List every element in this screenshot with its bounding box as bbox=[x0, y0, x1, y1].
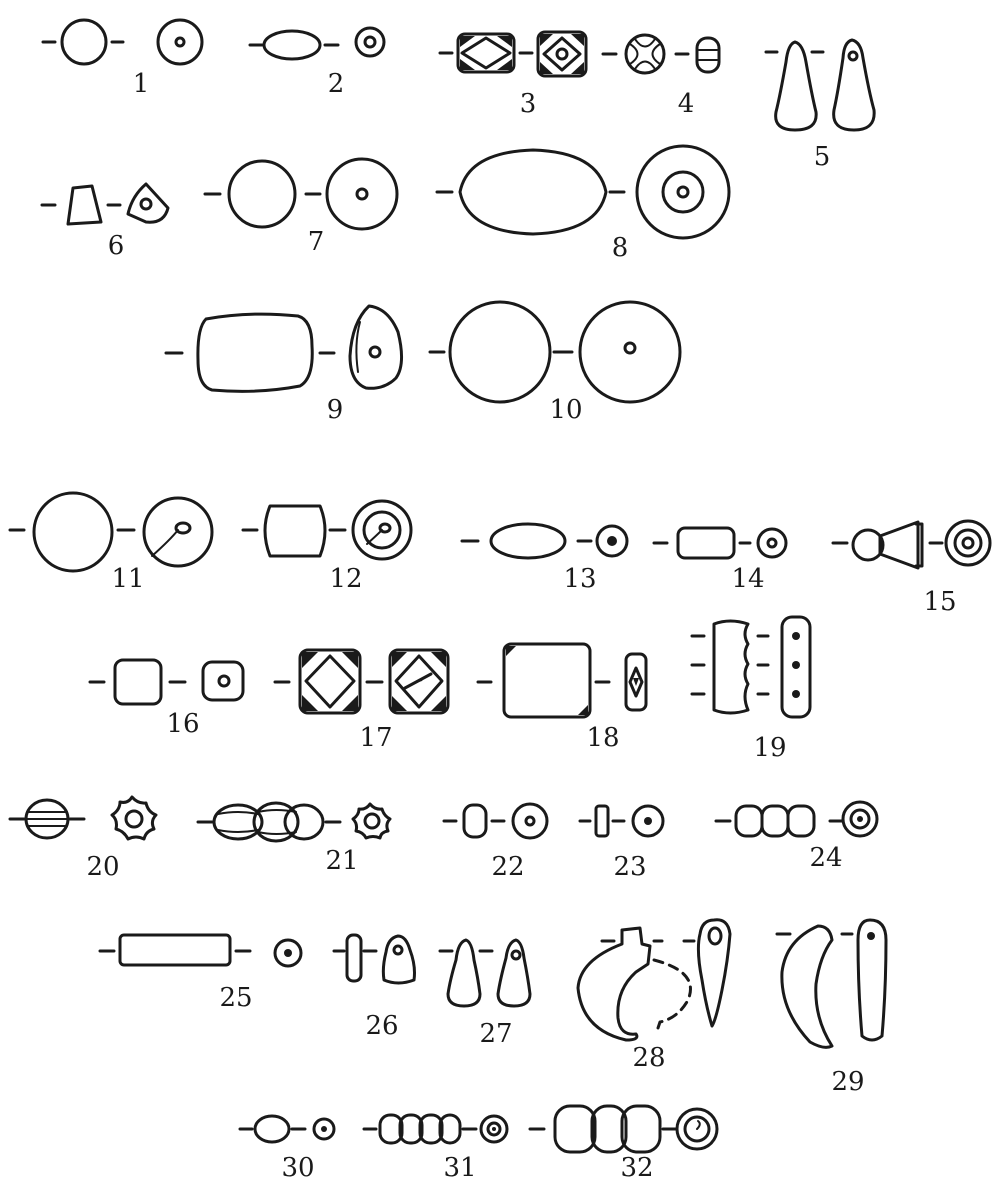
bead-figure-3: 3 bbox=[438, 30, 588, 119]
bead-figure-21: 21 bbox=[196, 801, 392, 876]
figure-label-28: 28 bbox=[632, 1043, 665, 1073]
figure-label-8: 8 bbox=[612, 233, 629, 263]
figure-label-32: 32 bbox=[620, 1153, 653, 1183]
bead-figure-30: 30 bbox=[238, 1114, 336, 1183]
figure-label-26: 26 bbox=[365, 1011, 398, 1041]
bead-figure-23: 23 bbox=[578, 804, 665, 882]
figure-label-20: 20 bbox=[86, 852, 119, 882]
figure-label-3: 3 bbox=[520, 89, 537, 119]
figure-label-10: 10 bbox=[549, 395, 582, 425]
bead-figure-14: 14 bbox=[652, 526, 788, 594]
bead-figure-29: 29 bbox=[775, 918, 888, 1097]
bead-figure-25: 25 bbox=[98, 933, 303, 1013]
figure-label-14: 14 bbox=[731, 564, 764, 594]
bead-figure-16: 16 bbox=[88, 658, 245, 739]
figure-label-31: 31 bbox=[443, 1153, 476, 1183]
figure-label-22: 22 bbox=[491, 852, 524, 882]
bead-figure-17: 17 bbox=[273, 648, 450, 753]
figure-label-29: 29 bbox=[831, 1067, 864, 1097]
bead-figure-32: 32 bbox=[528, 1104, 719, 1183]
bead-figure-22: 22 bbox=[442, 802, 549, 882]
figure-label-11: 11 bbox=[111, 564, 144, 594]
bead-figure-4: 4 bbox=[601, 33, 721, 119]
figure-label-15: 15 bbox=[923, 587, 956, 617]
figure-label-2: 2 bbox=[328, 69, 345, 99]
figure-label-13: 13 bbox=[563, 564, 596, 594]
bead-figure-7: 7 bbox=[203, 157, 399, 257]
bead-figure-31: 31 bbox=[362, 1113, 509, 1183]
figure-label-30: 30 bbox=[281, 1153, 314, 1183]
figure-label-16: 16 bbox=[166, 709, 199, 739]
bead-figure-11: 11 bbox=[8, 491, 214, 594]
bead-figure-27: 27 bbox=[438, 938, 532, 1049]
bead-figure-6: 6 bbox=[40, 182, 170, 261]
bead-figure-19: 19 bbox=[690, 615, 812, 763]
figure-label-24: 24 bbox=[809, 843, 842, 873]
figure-label-6: 6 bbox=[108, 231, 125, 261]
bead-figure-13: 13 bbox=[460, 522, 629, 594]
figure-label-25: 25 bbox=[219, 983, 252, 1013]
bead-figure-5: 5 bbox=[764, 38, 876, 172]
figure-label-9: 9 bbox=[327, 395, 344, 425]
bead-figure-12: 12 bbox=[241, 499, 413, 594]
bead-figure-1: 1 bbox=[41, 18, 204, 99]
bead-figure-20: 20 bbox=[8, 795, 158, 882]
figure-label-4: 4 bbox=[678, 89, 695, 119]
figure-label-27: 27 bbox=[479, 1019, 512, 1049]
bead-figure-10: 10 bbox=[428, 300, 682, 425]
bead-figure-24: 24 bbox=[714, 800, 879, 873]
bead-figure-2: 2 bbox=[248, 26, 386, 99]
figure-label-19: 19 bbox=[753, 733, 786, 763]
figure-label-7: 7 bbox=[308, 227, 325, 257]
bead-figure-28: 28 bbox=[576, 918, 732, 1073]
bead-figure-18: 18 bbox=[476, 642, 648, 753]
figure-label-12: 12 bbox=[329, 564, 362, 594]
figure-label-21: 21 bbox=[325, 846, 358, 876]
bead-figure-15: 15 bbox=[831, 519, 992, 617]
figure-label-17: 17 bbox=[359, 723, 392, 753]
figure-label-18: 18 bbox=[586, 723, 619, 753]
figure-label-1: 1 bbox=[133, 69, 150, 99]
figure-label-5: 5 bbox=[814, 142, 831, 172]
bead-figure-26: 26 bbox=[332, 933, 416, 1041]
figure-label-23: 23 bbox=[613, 852, 646, 882]
bead-figure-8: 8 bbox=[435, 144, 731, 263]
bead-figure-9: 9 bbox=[164, 304, 403, 425]
